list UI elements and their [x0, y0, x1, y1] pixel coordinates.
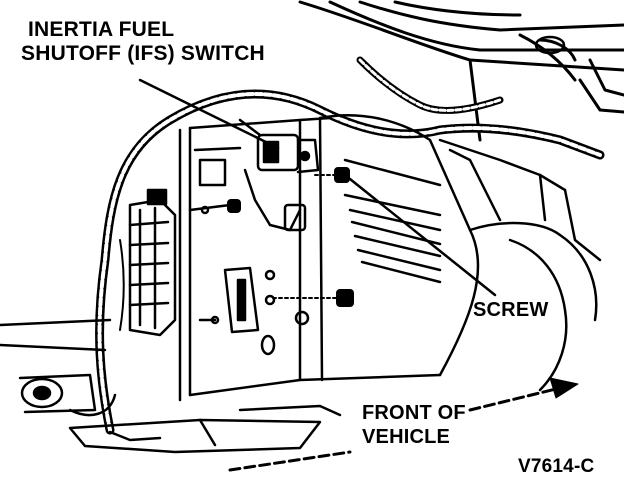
front-of-vehicle-label-line2: VEHICLE: [362, 426, 451, 448]
ifs-switch-label-line2: SHUTOFF (IFS) SWITCH: [21, 42, 265, 65]
kick-panel: [178, 116, 442, 402]
screw-leader-line: [343, 173, 497, 297]
front-arrow: [228, 377, 579, 472]
floor-mat: [68, 404, 342, 454]
upper-frame: [298, 0, 624, 142]
ifs-switch-label-line1: INERTIA FUEL: [28, 18, 175, 41]
front-of-vehicle-label-line1: FRONT OF: [362, 402, 466, 424]
wiring-harness: [95, 56, 605, 435]
lower-bracket: [188, 203, 310, 334]
screw-label: SCREW: [473, 299, 549, 321]
ifs-leader-line: [138, 78, 280, 150]
electronic-module: [119, 188, 177, 337]
figure-id: V7614-C: [518, 456, 595, 477]
ifs-switch: [238, 118, 320, 232]
seat-base: [0, 318, 117, 417]
screw-fasteners: [227, 167, 354, 307]
trim-panel: [318, 114, 602, 392]
